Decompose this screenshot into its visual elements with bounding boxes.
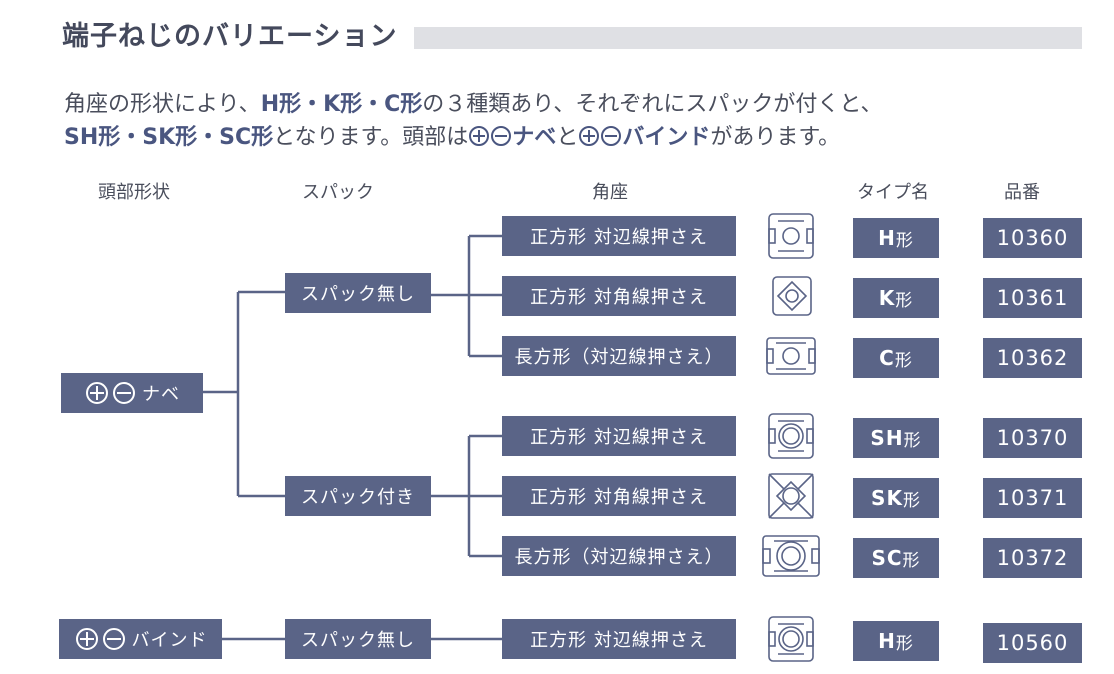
header-base: 角座	[592, 182, 628, 203]
base-box: 正方形 対辺線押さえ	[502, 416, 736, 456]
header-head-shape: 頭部形状	[98, 182, 170, 203]
square-side-icon	[768, 213, 814, 259]
rectangle-side-icon	[766, 337, 816, 375]
plus-minus-icon	[86, 382, 135, 404]
base-box: 正方形 対辺線押さえ	[502, 216, 736, 256]
intro-line-1: 角座の形状により、H形・K形・C形の３種類あり、それぞれにスパックが付くと、	[64, 92, 883, 117]
header-part-no: 品番	[1004, 182, 1040, 203]
spac-none-box: スパック無し	[285, 273, 431, 313]
base-box: 正方形 対角線押さえ	[502, 476, 736, 516]
part-number-badge: 10370	[983, 418, 1082, 458]
header-spac: スパック	[302, 182, 374, 203]
intro-text: 角座の形状により、H形・K形・C形の３種類あり、それぞれにスパックが付くと、 S…	[64, 88, 883, 154]
base-box: 正方形 対角線押さえ	[502, 276, 736, 316]
spac-none-box: スパック無し	[285, 619, 431, 659]
spac-with-box: スパック付き	[285, 476, 431, 516]
intro-line-2: SH形・SK形・SC形となります。頭部はナベとバインドがあります。	[64, 125, 841, 150]
part-number-badge: 10360	[983, 218, 1082, 258]
base-box: 長方形（対辺線押さえ）	[502, 336, 736, 376]
base-box: 長方形（対辺線押さえ）	[502, 536, 736, 576]
rectangle-side-spac-icon	[762, 535, 820, 577]
plus-minus-icon	[579, 126, 622, 146]
head-bind-box: バインド	[59, 619, 222, 659]
title-bar	[414, 27, 1082, 49]
head-nabe-box: ナベ	[61, 373, 203, 413]
square-side-spac-icon	[768, 413, 814, 459]
square-diagonal-icon	[772, 276, 812, 316]
part-number-badge: 10372	[983, 538, 1082, 578]
base-box: 正方形 対辺線押さえ	[502, 619, 736, 659]
square-side-icon	[768, 616, 814, 662]
plus-minus-icon	[469, 126, 512, 146]
page-title: 端子ねじのバリエーション	[62, 21, 398, 52]
head-bind-label: バインド	[131, 630, 208, 651]
part-number-badge: 10362	[983, 338, 1082, 378]
head-nabe-label: ナベ	[142, 384, 180, 405]
part-number-badge: 10560	[983, 623, 1082, 663]
part-number-badge: 10361	[983, 278, 1082, 318]
part-number-badge: 10371	[983, 478, 1082, 518]
square-diagonal-spac-icon	[768, 473, 814, 519]
header-type-name: タイプ名	[857, 182, 929, 203]
plus-minus-icon	[75, 628, 125, 650]
